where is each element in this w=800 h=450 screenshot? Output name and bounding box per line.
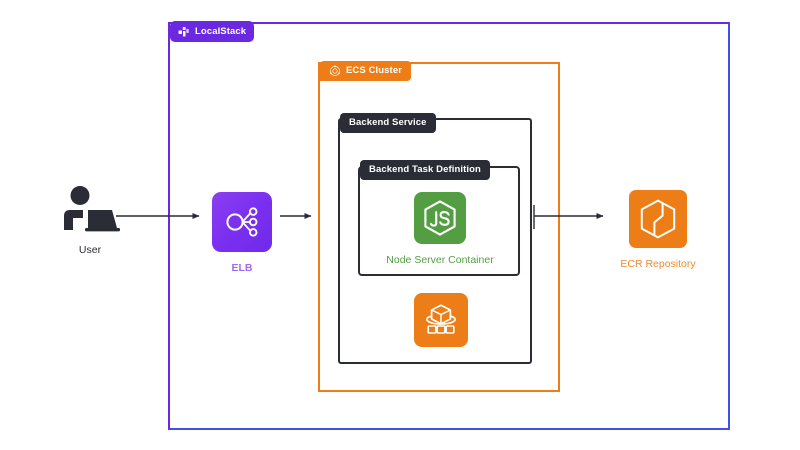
node-ecs-task xyxy=(413,293,469,347)
node-node-server-container-label: Node Server Container xyxy=(386,254,494,266)
badge-backend-service-label: Backend Service xyxy=(349,117,427,129)
boundary-ecs-cluster xyxy=(318,62,560,392)
badge-ecs-cluster: ECS Cluster xyxy=(320,61,412,81)
badge-backend-task-definition-label: Backend Task Definition xyxy=(369,164,481,176)
localstack-logo-icon xyxy=(178,26,190,38)
node-user-label: User xyxy=(78,244,102,256)
ecs-task-cube-icon xyxy=(414,293,468,347)
badge-backend-service: Backend Service xyxy=(340,113,436,133)
node-elb: ELB xyxy=(206,192,278,275)
boundary-localstack xyxy=(168,22,730,430)
node-ecr-repository-label: ECR Repository xyxy=(620,258,696,270)
elastic-load-balancer-icon xyxy=(212,192,272,252)
badge-backend-task-definition: Backend Task Definition xyxy=(360,160,490,180)
badge-localstack-label: LocalStack xyxy=(195,25,247,37)
node-elb-label: ELB xyxy=(231,262,253,274)
node-ecr-repository: ECR Repository xyxy=(610,190,706,271)
nodejs-icon xyxy=(414,192,466,244)
badge-localstack: LocalStack xyxy=(170,21,255,42)
badge-ecs-cluster-label: ECS Cluster xyxy=(346,65,403,77)
ecs-cluster-icon xyxy=(329,65,341,77)
ecr-repository-box-icon xyxy=(629,190,687,248)
user-at-laptop-icon xyxy=(59,186,121,234)
node-node-server-container: Node Server Container xyxy=(370,192,510,267)
node-user: User xyxy=(40,186,140,257)
